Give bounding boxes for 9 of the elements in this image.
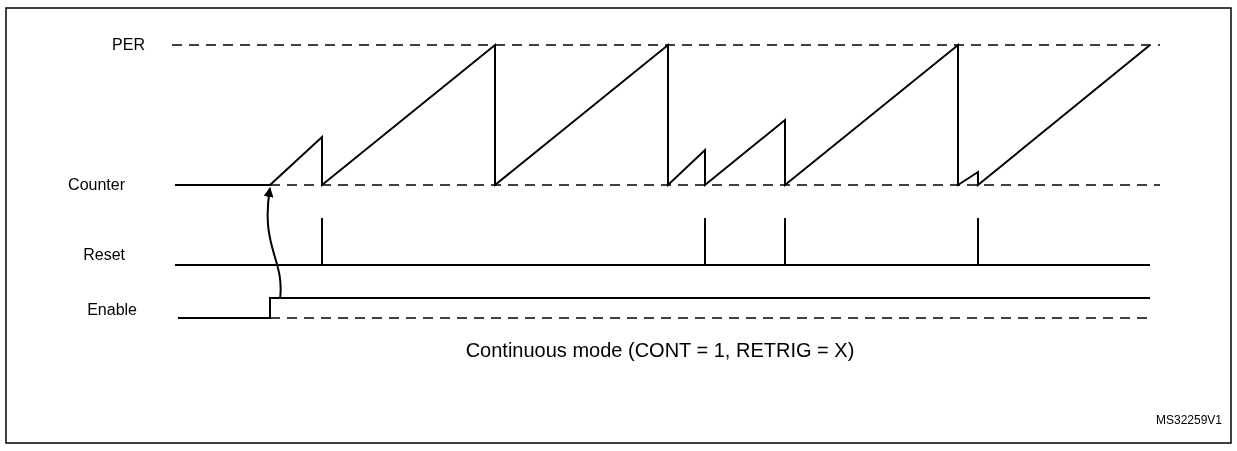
figure-id: MS32259V1: [1155, 414, 1222, 426]
signal-name: PER: [112, 37, 145, 53]
caption: Continuous mode (CONT = 1, RETRIG = X): [465, 340, 855, 360]
signal-name: Counter: [68, 177, 125, 193]
counter-waveform: [174, 42, 1151, 188]
signal-name: Enable: [87, 302, 137, 318]
curved-arrow: [263, 187, 282, 300]
enable-waveform: [177, 297, 1151, 319]
signal-name: Reset: [83, 247, 125, 263]
